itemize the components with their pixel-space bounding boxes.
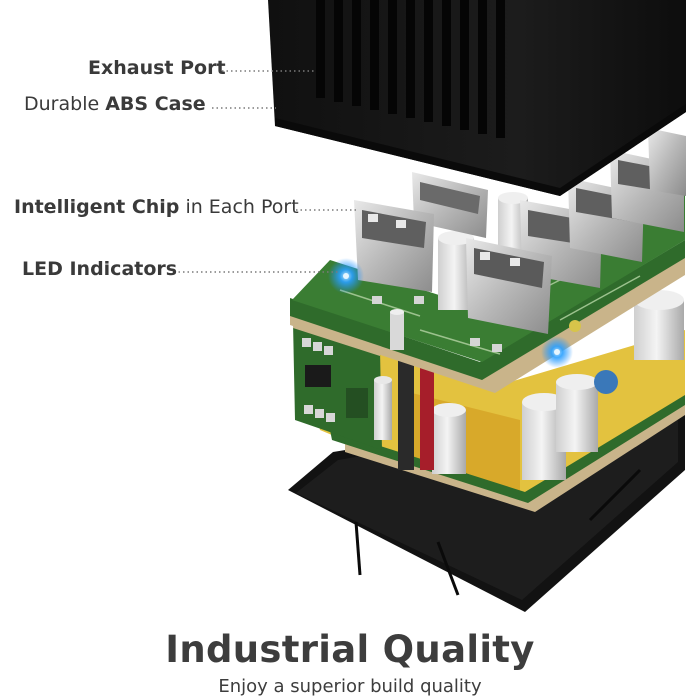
subline: Enjoy a superior build quality xyxy=(218,676,482,697)
led-indicators xyxy=(328,258,573,368)
usb-port-icon xyxy=(354,200,434,292)
power-board xyxy=(295,325,685,512)
capacitor-icon xyxy=(634,290,684,360)
ceramic-capacitor xyxy=(594,370,618,394)
usb-ports xyxy=(354,128,686,334)
callout-led-indicators: LED Indicators xyxy=(22,258,177,280)
exhaust-port-vents xyxy=(316,0,505,138)
callout-abs-case: Durable ABS Case xyxy=(24,93,206,115)
capacitor-icon xyxy=(432,403,466,474)
cable xyxy=(398,360,414,470)
leader-lines xyxy=(174,70,356,273)
callout-intelligent-chip: Intelligent Chip in Each Port xyxy=(14,196,299,218)
callout-chip-bold: Intelligent Chip xyxy=(14,196,180,218)
abs-case xyxy=(268,0,686,196)
callout-led-text: LED Indicators xyxy=(22,258,178,280)
capacitor-icon xyxy=(556,374,598,452)
usb-port-icon xyxy=(466,238,552,334)
usb-port-icon xyxy=(648,128,686,196)
capacitor-icon xyxy=(374,376,392,440)
callout-exhaust-port: Exhaust Port xyxy=(88,57,226,79)
callout-case-prefix: Durable xyxy=(24,93,106,115)
capacitors xyxy=(374,290,684,480)
cable xyxy=(420,360,434,470)
headline: Industrial Quality xyxy=(165,628,535,671)
small-capacitor xyxy=(390,312,404,350)
callout-exhaust-text: Exhaust Port xyxy=(88,57,226,79)
callout-case-bold: ABS Case xyxy=(105,93,206,115)
callout-chip-suffix: in Each Port xyxy=(179,196,299,218)
